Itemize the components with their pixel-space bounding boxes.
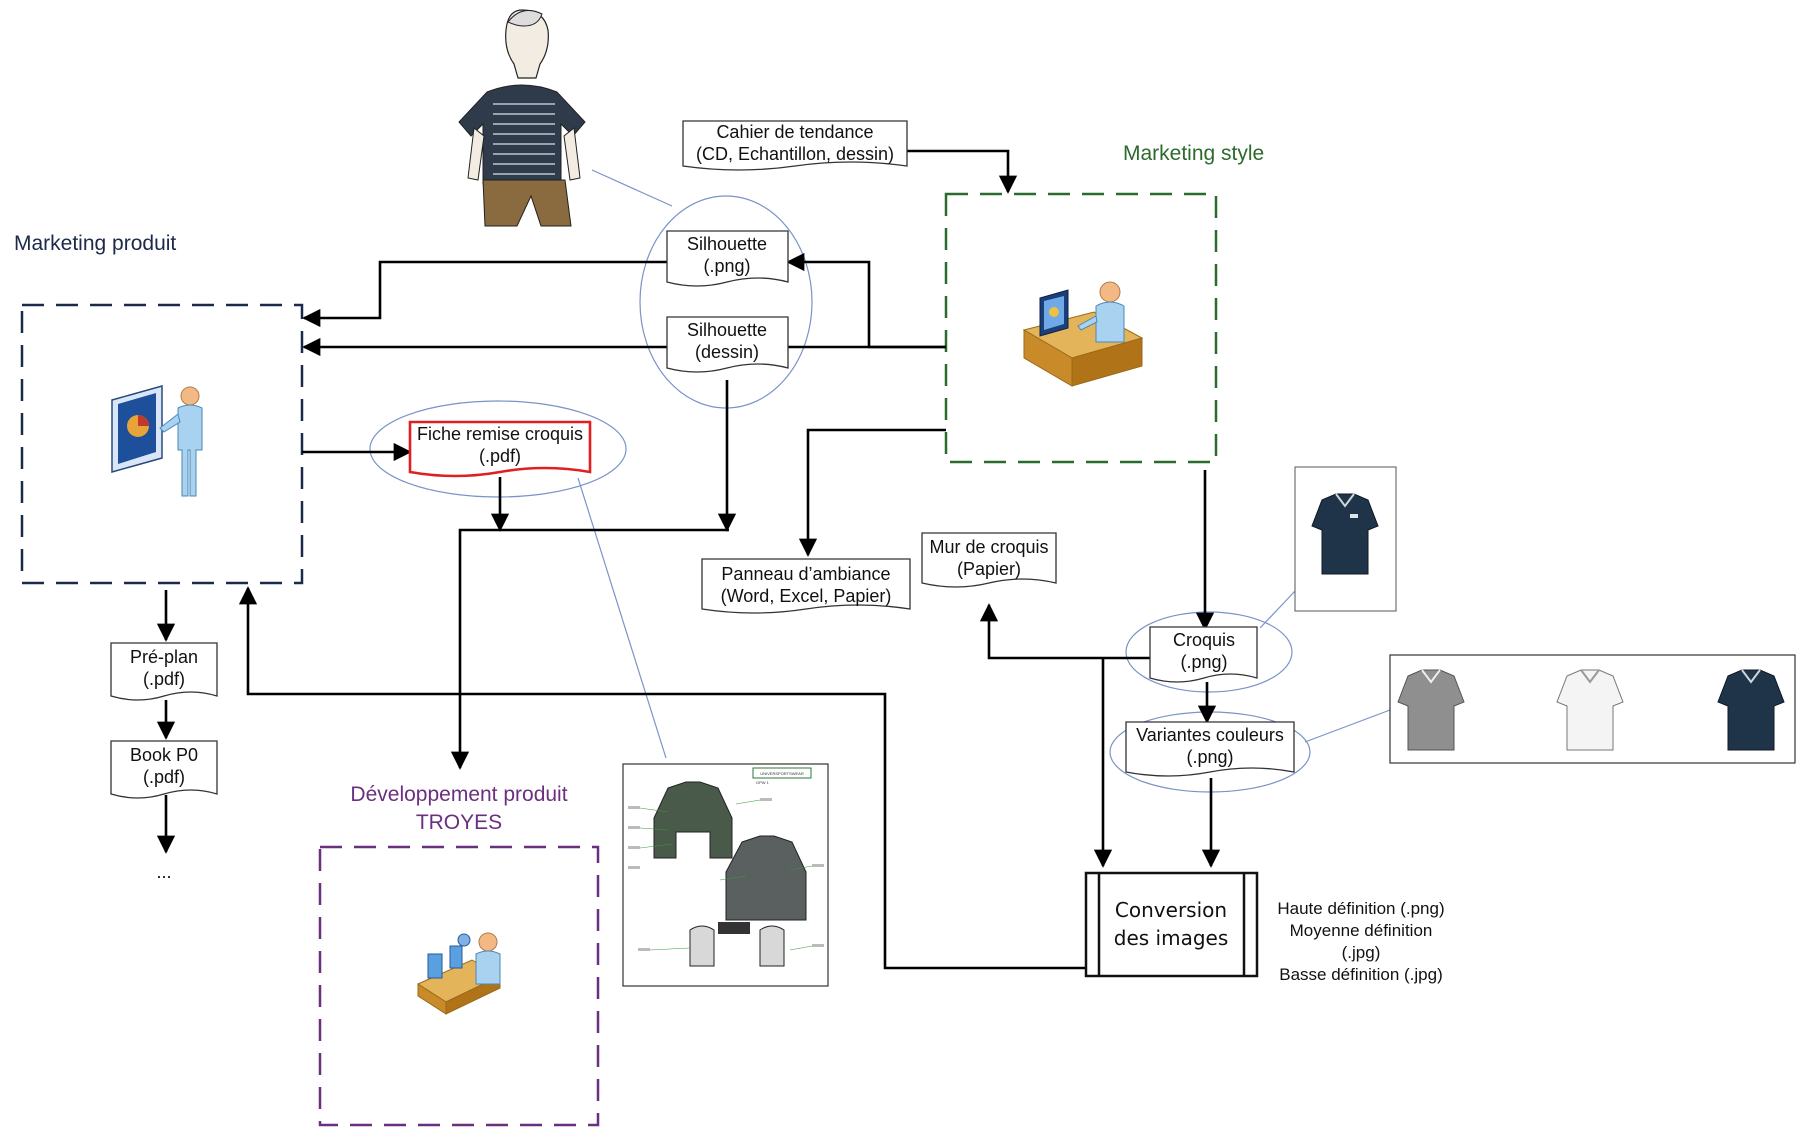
leader-line	[591, 169, 673, 207]
book-label-line1: Book P0	[130, 745, 198, 765]
developpement-title-line2: TROYES	[416, 811, 502, 834]
leader-line	[577, 477, 667, 759]
doc-mur	[921, 532, 1057, 588]
doc-book	[110, 740, 218, 799]
fiche-label-line1: Fiche remise croquis	[417, 424, 583, 444]
conversion-output: Moyenne définition	[1290, 921, 1433, 940]
polo-white-icon	[1556, 669, 1624, 751]
fiche-label-line2: (.pdf)	[479, 446, 521, 466]
production-line-icon	[416, 932, 502, 1015]
croquis-label-line2: (.png)	[1180, 652, 1227, 672]
conversion-output: Haute définition (.png)	[1277, 899, 1444, 918]
doc-croquis	[1149, 626, 1258, 683]
connector-cahier-to-style	[907, 149, 1018, 194]
cahier-label-line2: (CD, Echantillon, dessin)	[696, 144, 894, 164]
croquis-ellipse	[1125, 611, 1293, 693]
doc-silhouette-png	[666, 230, 789, 287]
conversion-output: (.jpg)	[1342, 943, 1381, 962]
conversion-label-line2: des images	[1114, 926, 1229, 950]
silhouette-dessin-label-line1: Silhouette	[687, 320, 767, 340]
polo-navy-icon	[1717, 669, 1785, 751]
doc-panneau	[701, 558, 911, 614]
doc-variantes	[1125, 721, 1295, 777]
designer-desk-icon	[1022, 281, 1144, 387]
jacket-techsheet-icon: UNIVERSPORTSWEAR GPW 1	[622, 763, 829, 987]
doc-fiche	[408, 420, 592, 478]
doc-cahier	[682, 120, 908, 171]
conversion-output: Basse définition (.jpg)	[1279, 965, 1442, 984]
developpement-title-line1: Développement produit	[350, 783, 567, 806]
silhouette-ellipse	[639, 195, 813, 409]
connector-to-developpement	[450, 528, 729, 770]
book-label-line2: (.pdf)	[143, 767, 185, 787]
silhouette-png-label-line2: (.png)	[703, 256, 750, 276]
model-person-icon	[458, 9, 586, 227]
techsheet-subheader: GPW 1	[756, 780, 770, 785]
silhouette-dessin-label-line2: (dessin)	[695, 342, 759, 362]
fiche-ellipse	[369, 400, 627, 498]
marketing-produit-title: Marketing produit	[14, 232, 176, 255]
leader-line	[1259, 589, 1297, 629]
developpement-box	[318, 845, 600, 1127]
conversion-label-line1: Conversion	[1115, 898, 1227, 922]
croquis-label-line1: Croquis	[1173, 630, 1235, 650]
connector-style-to-panneau	[798, 428, 946, 557]
mur-label-line1: Mur de croquis	[929, 537, 1048, 557]
marketing-style-title: Marketing style	[1123, 142, 1264, 165]
cahier-label-line1: Cahier de tendance	[716, 122, 873, 142]
doc-silhouette-dessin	[666, 316, 789, 373]
mur-label-line2: (Papier)	[957, 559, 1021, 579]
polo-grey-icon	[1397, 669, 1465, 751]
variantes-label-line2: (.png)	[1186, 747, 1233, 767]
preplan-label-line2: (.pdf)	[143, 669, 185, 689]
connector-croquis-to-mur	[979, 603, 1150, 660]
doc-preplan	[110, 642, 218, 701]
connector-silhouette-png-to-mp	[302, 260, 667, 328]
panneau-label-line2: (Word, Excel, Papier)	[721, 586, 892, 606]
continuation-ellipsis: ...	[156, 862, 171, 882]
presenter-icon	[111, 385, 203, 497]
variantes-label-line1: Variantes couleurs	[1136, 725, 1284, 745]
connector-conversion-to-mp	[238, 586, 1086, 970]
preplan-label-line1: Pré-plan	[130, 647, 198, 667]
marketing-produit-box	[20, 303, 304, 585]
conversion-box	[1084, 871, 1259, 978]
panneau-label-line1: Panneau d’ambiance	[721, 564, 890, 584]
leader-line	[1304, 709, 1391, 743]
techsheet-header: UNIVERSPORTSWEAR	[760, 771, 804, 776]
polo-navy-icon	[1311, 493, 1379, 575]
silhouette-png-label-line1: Silhouette	[687, 234, 767, 254]
